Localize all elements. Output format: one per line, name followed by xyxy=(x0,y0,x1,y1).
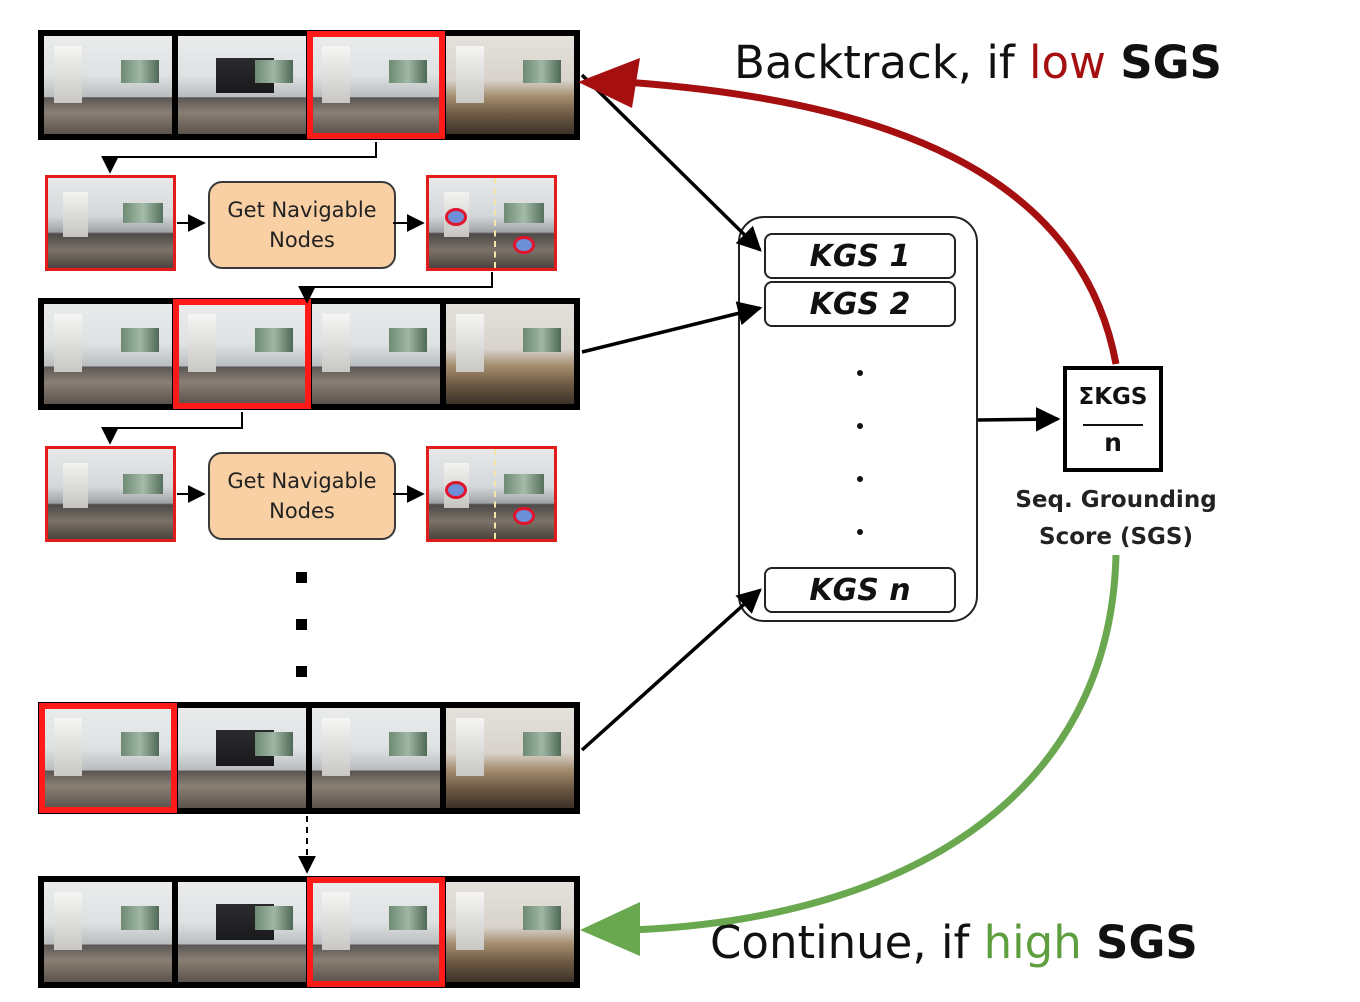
navigable-nodes-frame xyxy=(426,446,557,542)
sgs-formula-box: ΣKGS n xyxy=(1063,366,1163,472)
view-thumbnail xyxy=(178,708,306,808)
ellipsis-dot xyxy=(857,423,863,429)
kgs-item-2: KGS 2 xyxy=(764,281,956,327)
continue-arrowhead xyxy=(580,902,640,956)
backtrack-label: Backtrack, if low SGS xyxy=(734,36,1222,89)
navigable-node-marker xyxy=(513,507,535,525)
view-thumbnail xyxy=(44,304,172,404)
sgs-denominator: n xyxy=(1104,428,1122,457)
navigable-nodes-frame xyxy=(426,175,557,271)
view-thumbnail xyxy=(312,304,440,404)
panorama-strip-2 xyxy=(38,298,580,410)
backtrack-arrowhead xyxy=(578,58,640,108)
heading-line xyxy=(494,178,496,268)
backtrack-condition: low xyxy=(1029,36,1106,89)
view-thumbnail xyxy=(446,882,574,982)
ellipsis-dot xyxy=(857,476,863,482)
selected-view-thumbnail xyxy=(173,299,311,409)
navigable-node-marker xyxy=(445,208,467,226)
ellipsis-dot xyxy=(857,529,863,535)
navigable-node-marker xyxy=(513,236,535,254)
navigable-node-marker xyxy=(445,481,467,499)
panorama-strip-1 xyxy=(38,30,580,140)
selected-view-thumbnail xyxy=(307,877,445,987)
get-navigable-nodes-box: Get Navigable Nodes xyxy=(208,181,396,269)
backtrack-metric: SGS xyxy=(1120,36,1222,89)
strip-to-kgs-arrow xyxy=(581,301,763,354)
view-thumbnail xyxy=(446,36,574,134)
ellipsis-dot xyxy=(857,370,863,376)
ellipsis-dot xyxy=(296,572,307,583)
continue-label: Continue, if high SGS xyxy=(710,916,1198,969)
get-navigable-nodes-box: Get Navigable Nodes xyxy=(208,452,396,540)
kgs-item-1: KGS 1 xyxy=(764,233,956,279)
view-thumbnail xyxy=(44,882,172,982)
selected-view-thumbnail xyxy=(39,703,177,813)
continue-metric: SGS xyxy=(1096,916,1198,969)
view-thumbnail xyxy=(446,708,574,808)
kgs-to-sgs-arrow xyxy=(977,407,1061,432)
view-thumbnail xyxy=(178,36,306,134)
ellipsis-dot xyxy=(296,666,307,677)
current-view-frame xyxy=(45,446,176,542)
view-thumbnail xyxy=(446,304,574,404)
fraction-bar xyxy=(1083,424,1143,426)
continue-condition: high xyxy=(983,916,1082,969)
flow-arrow xyxy=(101,142,377,174)
strip-to-kgs-arrow xyxy=(580,588,762,752)
kgs-item-n: KGS n xyxy=(764,567,956,613)
continue-prefix: Continue, if xyxy=(710,916,984,969)
strip-to-kgs-arrow xyxy=(580,73,762,252)
flow-arrow xyxy=(101,412,243,445)
panorama-strip-3 xyxy=(38,702,580,814)
panorama-strip-4 xyxy=(38,876,580,988)
view-thumbnail xyxy=(178,882,306,982)
sgs-numerator: ΣKGS xyxy=(1078,384,1148,410)
heading-line xyxy=(494,449,496,539)
selected-view-thumbnail xyxy=(307,31,445,139)
backtrack-prefix: Backtrack, if xyxy=(734,36,1030,89)
ellipsis-dot xyxy=(296,619,307,630)
sgs-label: Seq. Grounding Score (SGS) xyxy=(1015,487,1217,550)
view-thumbnail xyxy=(44,36,172,134)
view-thumbnail xyxy=(312,708,440,808)
current-view-frame xyxy=(45,175,176,271)
